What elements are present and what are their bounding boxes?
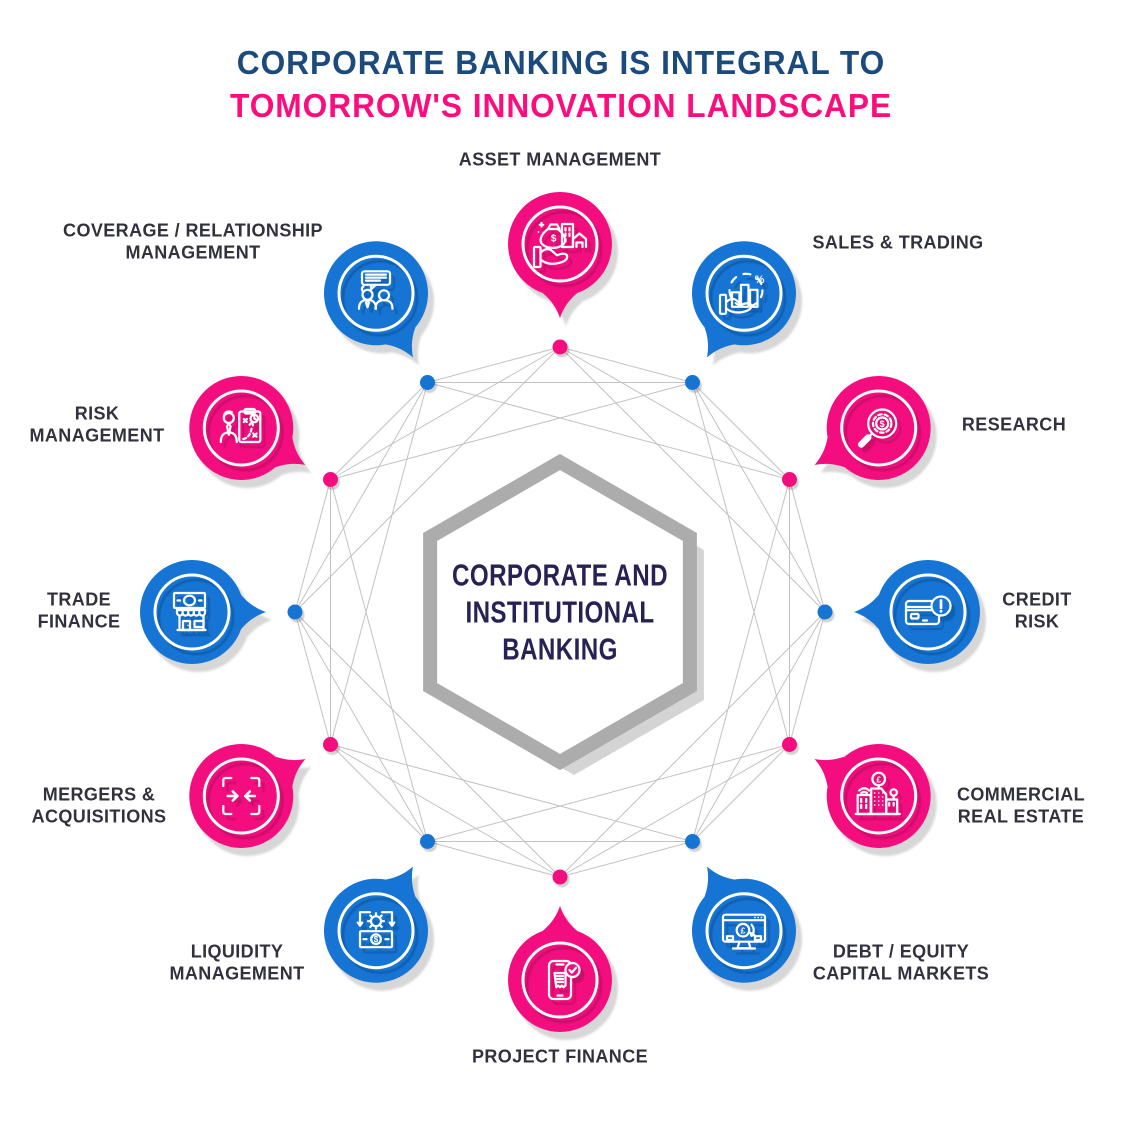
node-label-line: REAL ESTATE [957,806,1085,826]
node-label-line: TRADE [47,589,111,610]
svg-text:$: $ [551,233,557,244]
pin-mergers-acquisitions [189,744,306,848]
node-label-line: CREDIT [1002,589,1072,610]
person-clipboard-icon [219,407,262,444]
ring-dot-project-finance [552,869,568,885]
pin-commercial-real-estate: £ [814,744,931,848]
node-label-line: ASSET MANAGEMENT [458,149,662,170]
node-label-project-finance: PROJECT FINANCE [472,1046,648,1068]
hand-money-bag-icon: $ [532,221,588,269]
node-label-line: RISK [74,403,120,424]
node-label-line: MERGERS & [42,784,156,805]
ring-dot-coverage-relationship-management [420,375,435,390]
node-label-research: RESEARCH [962,414,1066,436]
page-title: CORPORATE BANKING IS INTEGRAL TO TOMORRO… [0,44,1122,125]
node-label-line: MANAGEMENT [29,425,165,445]
ring-dots [287,339,833,885]
node-label-line: MANAGEMENT [125,242,261,262]
banknote-shop-icon [172,591,207,632]
magnifier-coin-icon: $ [857,408,898,448]
pin-risk-management [189,376,306,480]
node-label-line: CAPITAL MARKETS [812,963,990,983]
ring-dot-commercial-real-estate [782,737,797,752]
pin-project-finance [508,906,612,1032]
building-coin-icon: £ [854,771,901,816]
pin-research: $ [814,376,931,480]
gear-banknote-icon: $ [356,911,396,949]
pin-trade-finance [140,560,266,664]
ring-dot-sales-trading [685,375,700,390]
people-chat-icon [357,270,394,310]
pin-coverage-relationship-management [324,241,428,358]
phone-check-icon [547,959,581,1001]
ring-dot-debt-equity-capital-markets [685,834,700,849]
node-label-line: DEBT / EQUITY [832,941,970,962]
hand-bar-chart-icon: % [718,272,765,315]
ring-dot-risk-management [323,472,338,487]
pin-sales-trading: % [692,241,796,358]
center-hexagon-label-line: INSTITUTIONAL [465,594,655,630]
svg-text:$: $ [374,935,379,944]
pin-liquidity-management: $ [324,866,428,983]
title-line-2: TOMORROW'S INNOVATION LANDSCAPE [229,87,893,124]
ring-dot-mergers-acquisitions [323,737,338,752]
node-label-line: PROJECT FINANCE [471,1046,649,1067]
center-hexagon-label-line: BANKING [502,631,618,667]
svg-text:$: $ [880,419,885,429]
node-label-line: COMMERCIAL [957,784,1085,805]
svg-text:£: £ [876,774,881,784]
ring-dot-credit-risk [817,604,833,620]
node-label-asset-management: ASSET MANAGEMENT [459,149,661,171]
pin-asset-management: $ [508,192,612,318]
svg-text:%: % [755,274,765,286]
node-label-sales-trading: SALES & TRADING [812,232,983,254]
node-label-line: RISK [1014,611,1060,631]
node-label-line: ACQUISITIONS [31,806,167,826]
node-label-line: MANAGEMENT [169,963,305,983]
merge-arrows-icon [222,776,261,816]
center-hexagon [423,453,697,771]
node-label-line: FINANCE [37,611,121,631]
node-label-mergers-acquisitions: MERGERS &ACQUISITIONS [32,785,167,828]
ring-dot-trade-finance [287,604,303,620]
ring-dot-liquidity-management [420,834,435,849]
svg-text:£: £ [741,926,746,936]
node-label-line: LIQUIDITY [190,941,284,962]
pin-credit-risk [854,560,980,664]
center-hexagon-label-line: CORPORATE AND [452,557,668,593]
node-label-line: COVERAGE / RELATIONSHIP [63,220,323,241]
credit-card-alert-icon [904,595,952,626]
monitor-coin-icon: £ [721,913,767,950]
ring-dot-research [782,472,797,487]
pin-debt-equity-capital-markets: £ [692,866,796,983]
network-lines [294,346,826,878]
node-label-line: SALES & TRADING [812,232,984,253]
ring-dot-asset-management [552,339,568,355]
title-line-1: CORPORATE BANKING IS INTEGRAL TO [236,44,886,81]
node-label-line: RESEARCH [961,414,1067,435]
